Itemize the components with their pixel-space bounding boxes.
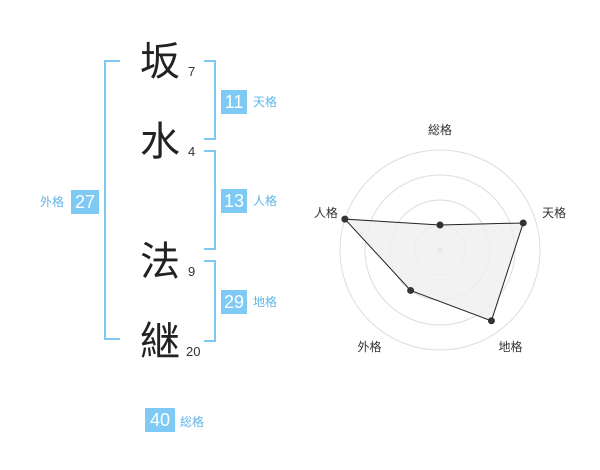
radar-point-3 <box>407 286 415 294</box>
radar-axis-label-1: 天格 <box>542 205 566 220</box>
given-char-1: 法 <box>140 239 180 285</box>
surname-char-2: 水 <box>140 119 180 165</box>
tenkaku-value-badge: 11 <box>221 90 247 114</box>
chikaku-bracket <box>204 260 216 342</box>
jinkaku-value-badge: 13 <box>221 189 247 213</box>
gaikaku-label: 外格 <box>40 195 65 209</box>
given-char-2: 継 <box>140 319 180 365</box>
radar-axis-label-3: 外格 <box>357 339 381 354</box>
jinkaku-bracket <box>204 150 216 250</box>
radar-point-1 <box>519 219 527 227</box>
surname-char-1-strokes: 7 <box>188 64 196 79</box>
radar-series <box>341 215 527 325</box>
given-char-1-strokes: 9 <box>188 264 196 279</box>
soukaku-label: 総格 <box>180 415 205 429</box>
radar-axis-label-4: 人格 <box>314 205 338 220</box>
chikaku-value-badge: 29 <box>221 290 247 314</box>
gaikaku-bracket <box>104 60 120 340</box>
given-char-2-strokes: 20 <box>186 344 201 359</box>
radar-point-0 <box>436 221 444 229</box>
radar-series-polygon <box>343 218 524 322</box>
tenkaku-label: 天格 <box>253 95 278 109</box>
jinkaku-label: 人格 <box>253 194 278 208</box>
tenkaku-bracket <box>204 60 216 140</box>
radar-ring <box>364 174 516 326</box>
radar-axis-label-0: 総格 <box>428 122 452 137</box>
radar-point-4 <box>341 215 349 223</box>
gaikaku-value-badge: 27 <box>71 190 99 214</box>
soukaku-value-badge: 40 <box>145 408 175 432</box>
radar-point-2 <box>487 317 495 325</box>
surname-char-2-strokes: 4 <box>188 144 196 159</box>
chikaku-label: 地格 <box>253 295 278 309</box>
radar-axis-label-2: 地格 <box>499 339 523 354</box>
surname-char-1: 坂 <box>140 39 180 85</box>
radar-ring <box>339 149 541 351</box>
